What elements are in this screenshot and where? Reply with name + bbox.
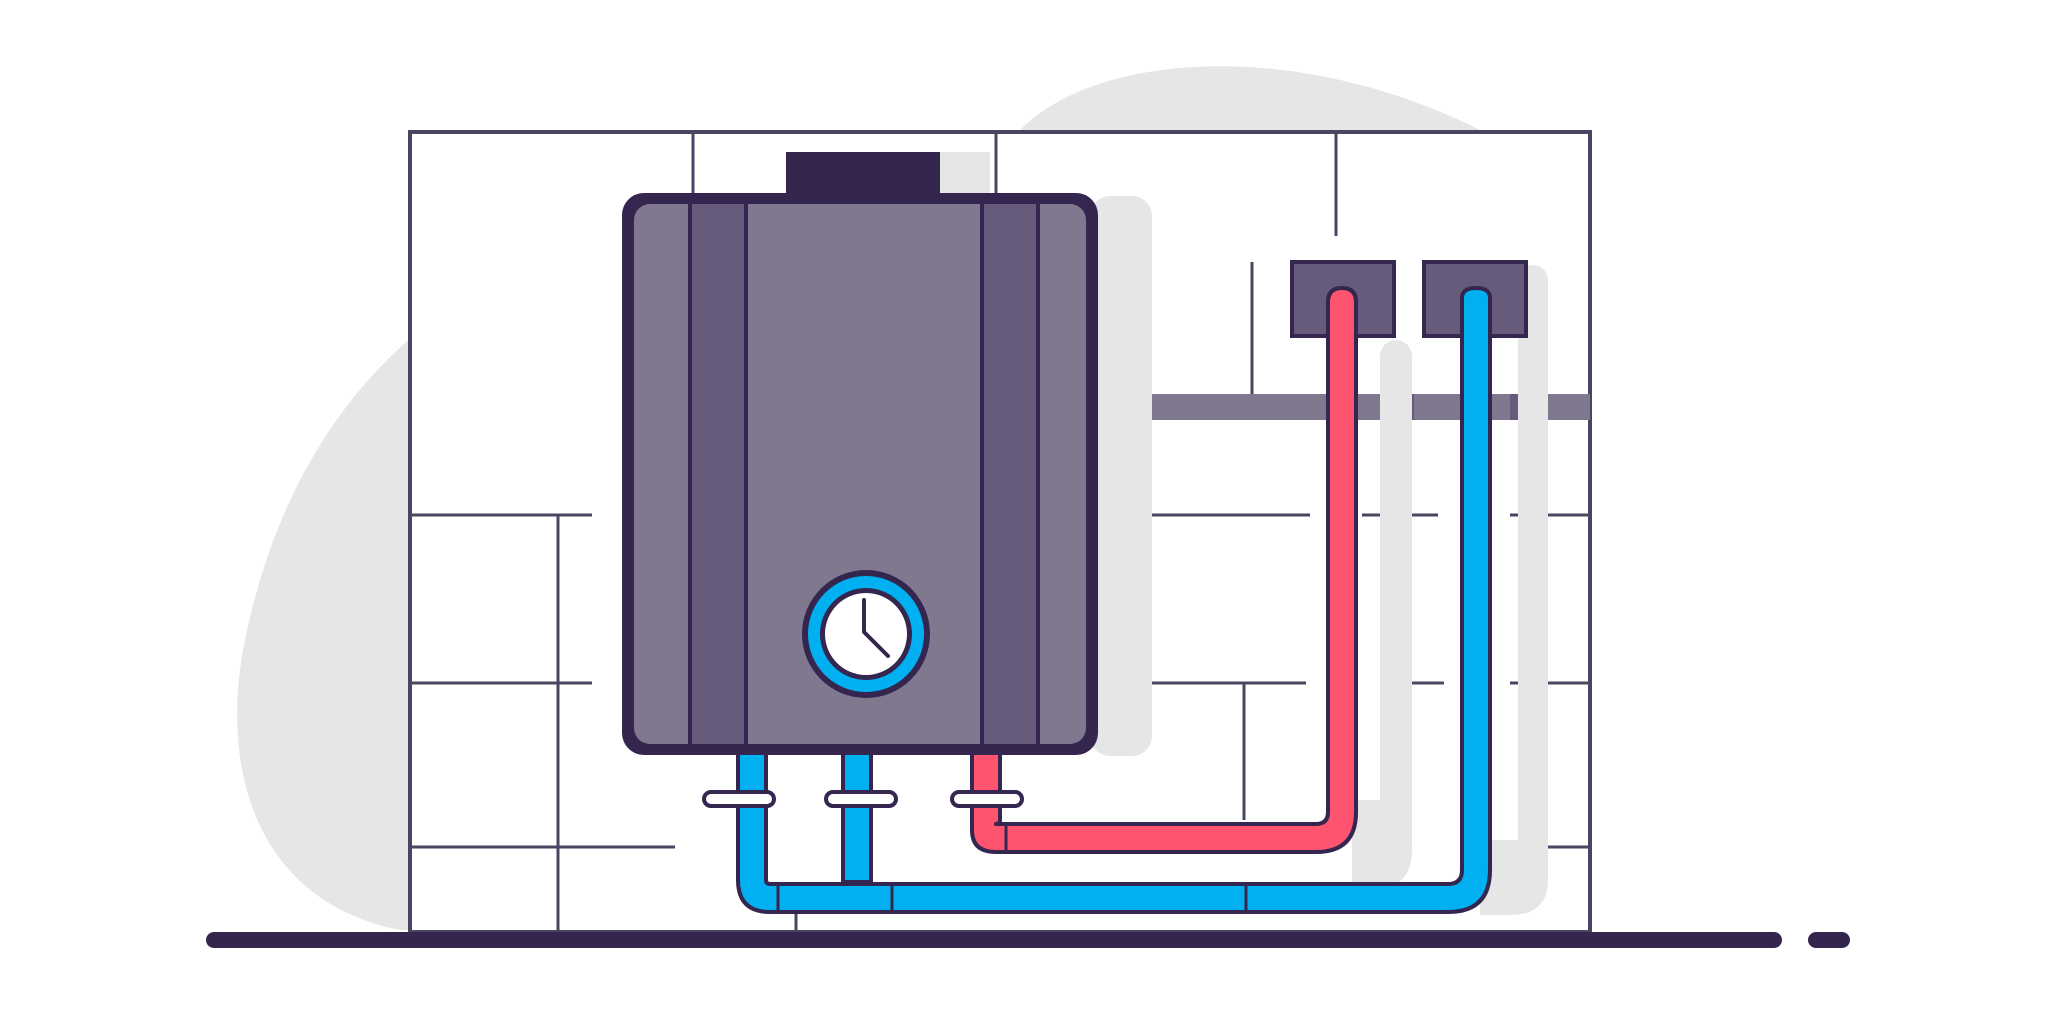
hot-water-pipe: [970, 286, 1358, 854]
water-heater-unit: [622, 193, 1098, 755]
pipe-collars: [702, 790, 1024, 808]
floor-line: [206, 932, 1850, 948]
cold-water-pipes: [736, 286, 1492, 914]
shadows: [940, 152, 1548, 915]
clock-gauge-icon: [802, 570, 930, 698]
